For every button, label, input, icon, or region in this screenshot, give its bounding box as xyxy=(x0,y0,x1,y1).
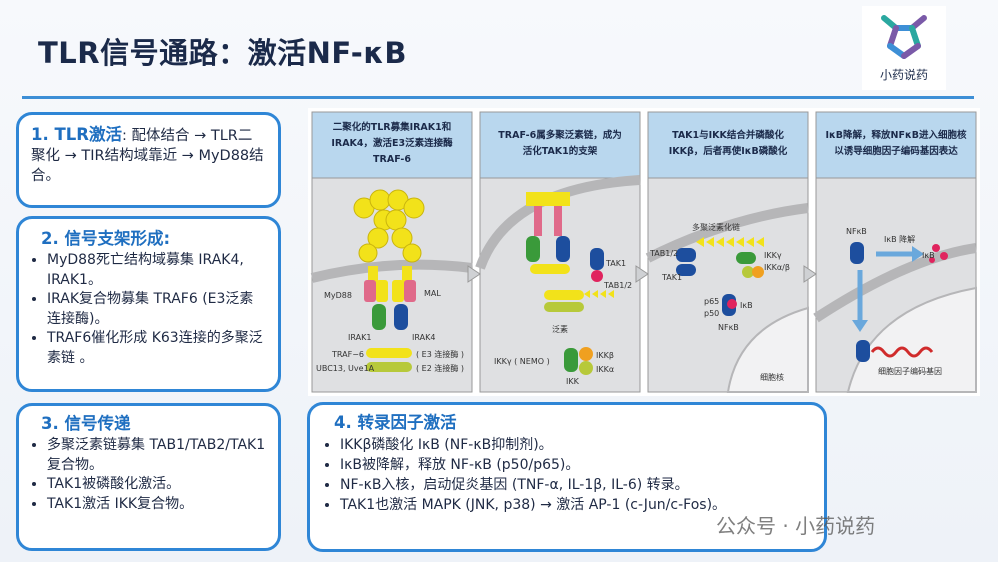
panel-1-header xyxy=(311,111,473,179)
list-item: TAK1被磷酸化激活。 xyxy=(47,475,266,495)
pathway-figure-svg: 二聚化的TLR募集IRAK1和 IRAK4，激活E3泛素连接酶 TRAF-6 T… xyxy=(310,111,977,393)
tlr-dimer-icon xyxy=(353,189,425,292)
panel-arrows xyxy=(467,265,817,283)
label-tak1-p3: TAK1 xyxy=(661,273,682,282)
label-polyub: 多聚泛素化链 xyxy=(692,222,740,232)
logo-text: 小药说药 xyxy=(879,68,928,82)
list-item: TAK1激活 IKK复合物。 xyxy=(47,495,266,515)
label-tab12: TAB1/2 xyxy=(603,281,632,290)
arrow-3-4 xyxy=(803,265,817,283)
list-item: NF-κB入核，启动促炎基因 (TNF-α, IL-1β, IL-6) 转录。 xyxy=(340,475,810,495)
pathway-figure: 二聚化的TLR募集IRAK1和 IRAK4，激活E3泛素连接酶 TRAF-6 T… xyxy=(308,108,980,396)
list-item: IκB被降解，释放 NF-κB (p50/p65)。 xyxy=(340,455,810,475)
membrane-panel-1 xyxy=(310,259,473,283)
myd88-mal-icon xyxy=(364,280,416,302)
polyubiquitin-chain-icon xyxy=(544,290,614,312)
label-nfkb-p3: NFκB xyxy=(718,323,739,332)
panel-4-title-line2: 以诱导细胞因子编码基因表达 xyxy=(834,145,958,157)
panel-1-title-line2: IRAK4，激活E3泛素连接酶 xyxy=(331,137,453,149)
step1-body: : 配体结合 → TLR二聚化 → TIR结构域靠近 → MyD88结合。 xyxy=(31,128,264,184)
label-traf6: TRAF−6 xyxy=(331,350,364,359)
tak1-complex-icon xyxy=(590,248,604,282)
step3-card: 3. 信号传递 多聚泛素链募集 TAB1/TAB2/TAK1 复合物。 TAK1… xyxy=(16,403,281,551)
label-ubc13: UBC13, Uve1A xyxy=(316,364,375,373)
label-e3: ( E3 连接酶 ) xyxy=(416,349,464,359)
nucleus-panel-4 xyxy=(846,286,977,393)
label-p65: p65 xyxy=(704,297,719,306)
title-underline xyxy=(22,96,974,99)
label-ikk: IKK xyxy=(566,377,580,386)
list-item: TAK1也激活 MAPK (JNK, p38) → 激活 AP-1 (c-Jun… xyxy=(340,495,810,515)
logo-mark-icon xyxy=(881,15,927,59)
list-item: TRAF6催化形成 K63连接的多聚泛素链 。 xyxy=(47,329,266,368)
step3-title: 3. 信号传递 xyxy=(41,414,131,433)
label-ikkb: IKKβ xyxy=(596,351,614,360)
panel-3-title-line1: TAK1与IKK结合并磷酸化 xyxy=(672,129,784,141)
receptor-complex-icon xyxy=(526,192,570,274)
label-cytokine-gene: 细胞因子编码基因 xyxy=(878,366,942,376)
membrane-panel-4 xyxy=(813,243,977,323)
step1-card: 1. TLR激活: 配体结合 → TLR二聚化 → TIR结构域靠近 → MyD… xyxy=(16,112,281,208)
label-e2: ( E2 连接酶 ) xyxy=(416,363,464,373)
label-ikkab-p3: IKKα/β xyxy=(764,263,790,272)
panel-2-title-line1: TRAF-6属多聚泛素链，成为 xyxy=(498,129,621,141)
logo: 小药说药 xyxy=(862,6,946,90)
label-ikb-p3: IκB xyxy=(740,301,753,310)
label-mal: MAL xyxy=(424,289,441,298)
step4-card: 4. 转录因子激活 IKKβ磷酸化 IκB (NF-κB抑制剂)。 IκB被降解… xyxy=(307,402,827,552)
panel-2-header xyxy=(479,111,641,179)
step2-card: 2. 信号支架形成: MyD88死亡结构域募集 IRAK4, IRAK1。 IR… xyxy=(16,216,281,392)
nucleus-panel-3 xyxy=(726,306,809,393)
ikk-complex-icon xyxy=(564,347,593,375)
irak-icon xyxy=(372,304,408,330)
label-ikkg: IKKγ ( NEMO ) xyxy=(494,357,550,366)
label-myd88: MyD88 xyxy=(324,291,352,300)
traf6-icon xyxy=(366,348,412,358)
label-nucleus: 细胞核 xyxy=(760,372,784,382)
list-item: IRAK复合物募集 TRAF6 (E3泛素连接酶)。 xyxy=(47,290,266,329)
membrane-panel-3 xyxy=(645,203,809,263)
page-title: TLR信号通路：激活NF-κB xyxy=(38,36,408,70)
step4-title: 4. 转录因子激活 xyxy=(334,413,457,432)
arrow-2-3 xyxy=(635,265,649,283)
label-nfkb-p4: NFκB xyxy=(846,227,867,236)
panel-3-header xyxy=(647,111,809,179)
arrow-1-2 xyxy=(467,265,481,283)
panel-4-header xyxy=(815,111,977,179)
watermark: 公众号 · 小药说药 xyxy=(716,514,876,538)
label-ikb-degradation: IκB 降解 xyxy=(884,234,915,244)
step2-list: MyD88死亡结构域募集 IRAK4, IRAK1。 IRAK复合物募集 TRA… xyxy=(31,251,266,368)
panel-1-title-line3: TRAF-6 xyxy=(373,154,411,165)
label-irak4: IRAK4 xyxy=(412,333,435,342)
panel-1-title-line1: 二聚化的TLR募集IRAK1和 xyxy=(333,121,452,133)
ubc13-icon xyxy=(366,362,412,372)
step1-title: 1. TLR激活 xyxy=(31,125,122,144)
step3-list: 多聚泛素链募集 TAB1/TAB2/TAK1 复合物。 TAK1被磷酸化激活。 … xyxy=(31,436,266,514)
label-p50: p50 xyxy=(704,309,719,318)
label-irak1: IRAK1 xyxy=(348,333,371,342)
label-ikkg-p3: IKKγ xyxy=(764,251,782,260)
step4-list: IKKβ磷酸化 IκB (NF-κB抑制剂)。 IκB被降解，释放 NF-κB … xyxy=(324,435,810,515)
step2-title: 2. 信号支架形成: xyxy=(41,229,171,248)
panel3-complex-icon xyxy=(676,237,764,316)
label-ikka: IKKα xyxy=(596,365,614,374)
list-item: 多聚泛素链募集 TAB1/TAB2/TAK1 复合物。 xyxy=(47,436,266,475)
figure-panels xyxy=(311,111,977,393)
panel-2-title-line2: 活化TAK1的支架 xyxy=(523,145,598,157)
label-tab12-p3: TAB1/2 xyxy=(649,249,678,258)
nuclei xyxy=(726,286,977,393)
label-tak1: TAK1 xyxy=(605,259,626,268)
panel-3-title-line2: IKKβ，后者再使IκB磷酸化 xyxy=(669,145,788,157)
panel-4-title-line1: IκB降解，释放NFκB进入细胞核 xyxy=(826,129,967,141)
list-item: MyD88死亡结构域募集 IRAK4, IRAK1。 xyxy=(47,251,266,290)
label-ubiquitin: 泛素 xyxy=(552,324,568,334)
list-item: IKKβ磷酸化 IκB (NF-κB抑制剂)。 xyxy=(340,435,810,455)
nfkb-release-icon xyxy=(850,242,948,362)
label-ikb-p4: IκB xyxy=(922,251,935,260)
